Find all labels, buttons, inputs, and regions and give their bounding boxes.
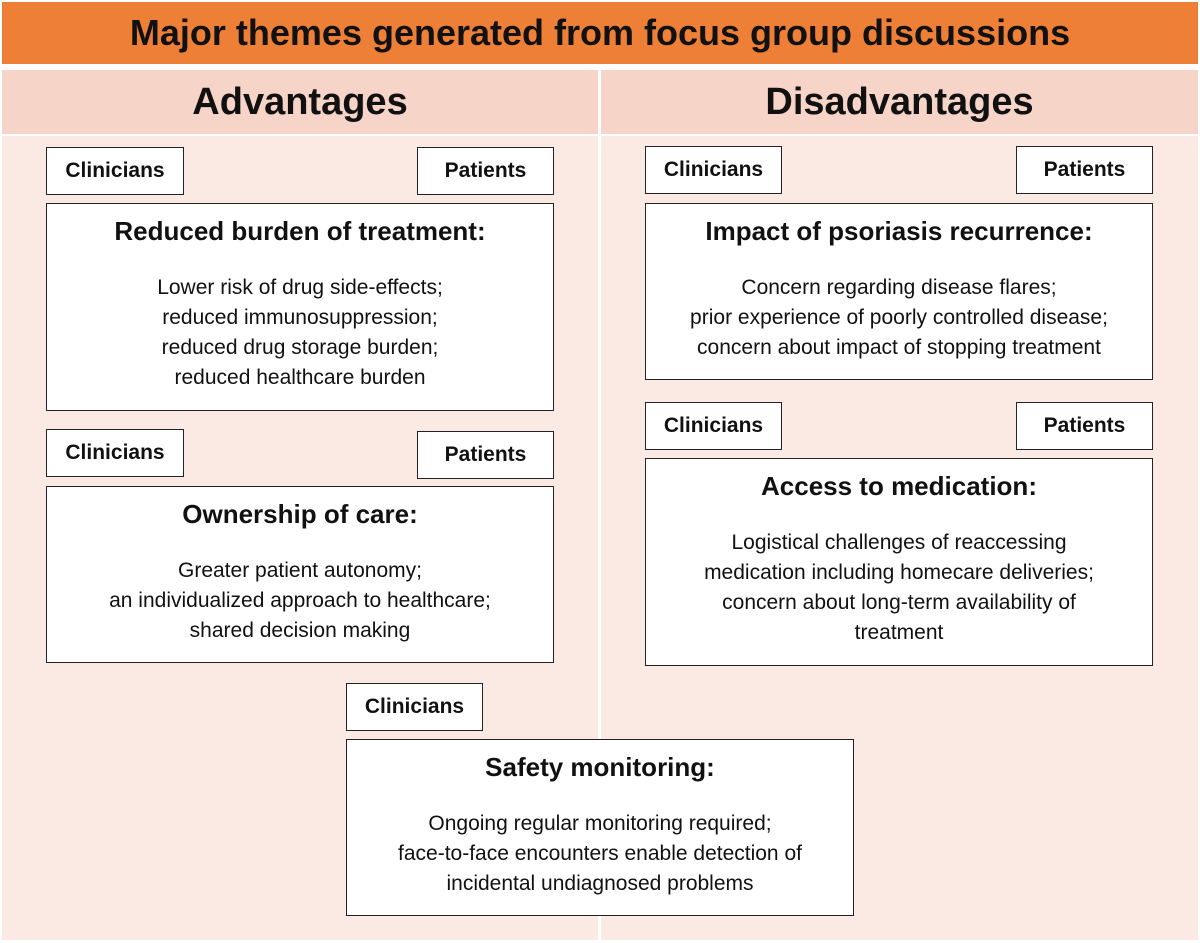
patients-tag: Patients — [417, 147, 554, 195]
theme-line: Greater patient autonomy; — [178, 559, 422, 582]
column-divider-top — [598, 70, 601, 134]
theme-line: reduced immunosuppression; — [162, 306, 438, 329]
column-divider — [598, 136, 601, 940]
theme-line: medication including homecare deliveries… — [704, 561, 1094, 584]
theme-line: reduced healthcare burden — [174, 366, 426, 389]
theme-line: Lower risk of drug side-effects; — [157, 276, 443, 299]
header-separator — [0, 134, 1200, 136]
disadvantages-header: Disadvantages — [601, 70, 1198, 134]
theme-line: prior experience of poorly controlled di… — [690, 306, 1108, 329]
diagram-title: Major themes generated from focus group … — [2, 2, 1198, 64]
theme-line: treatment — [854, 621, 944, 644]
theme-description: Concern regarding disease flares; prior … — [676, 273, 1122, 363]
theme-line: Logistical challenges of reaccessing — [731, 531, 1067, 554]
theme-line: Concern regarding disease flares; — [741, 276, 1057, 299]
clinicians-tag: Clinicians — [46, 147, 184, 195]
theme-title: Impact of psoriasis recurrence: — [705, 216, 1093, 246]
theme-line: shared decision making — [189, 619, 411, 642]
theme-title: Access to medication: — [761, 471, 1037, 501]
advantages-header: Advantages — [2, 70, 598, 134]
clinicians-tag: Clinicians — [645, 146, 782, 194]
theme-title: Ownership of care: — [182, 499, 418, 529]
theme-line: incidental undiagnosed problems — [446, 872, 754, 895]
patients-tag: Patients — [417, 431, 554, 479]
theme-title: Safety monitoring: — [485, 752, 715, 782]
theme-line: an individualized approach to healthcare… — [109, 589, 491, 612]
theme-title: Reduced burden of treatment: — [114, 216, 486, 246]
theme-ownership-of-care: Ownership of care: Greater patient auton… — [46, 486, 554, 663]
theme-line: face-to-face encounters enable detection… — [398, 842, 802, 865]
clinicians-tag: Clinicians — [645, 402, 782, 450]
theme-access-to-medication: Access to medication: Logistical challen… — [645, 458, 1153, 666]
theme-line: reduced drug storage burden; — [161, 336, 439, 359]
theme-line: concern about impact of stopping treatme… — [697, 336, 1101, 359]
clinicians-tag: Clinicians — [46, 429, 184, 477]
theme-reduced-burden: Reduced burden of treatment: Lower risk … — [46, 203, 554, 411]
clinicians-tag: Clinicians — [346, 683, 483, 731]
patients-tag: Patients — [1016, 402, 1153, 450]
theme-description: Greater patient autonomy; an individuali… — [95, 556, 505, 646]
theme-line: Ongoing regular monitoring required; — [428, 812, 772, 835]
theme-description: Ongoing regular monitoring required; fac… — [384, 809, 816, 899]
theme-safety-monitoring: Safety monitoring: Ongoing regular monit… — [346, 739, 854, 916]
theme-psoriasis-recurrence: Impact of psoriasis recurrence: Concern … — [645, 203, 1153, 380]
theme-description: Logistical challenges of reaccessing med… — [690, 528, 1108, 648]
patients-tag: Patients — [1016, 146, 1153, 194]
theme-description: Lower risk of drug side-effects; reduced… — [143, 273, 457, 393]
theme-line: concern about long-term availability of — [722, 591, 1076, 614]
